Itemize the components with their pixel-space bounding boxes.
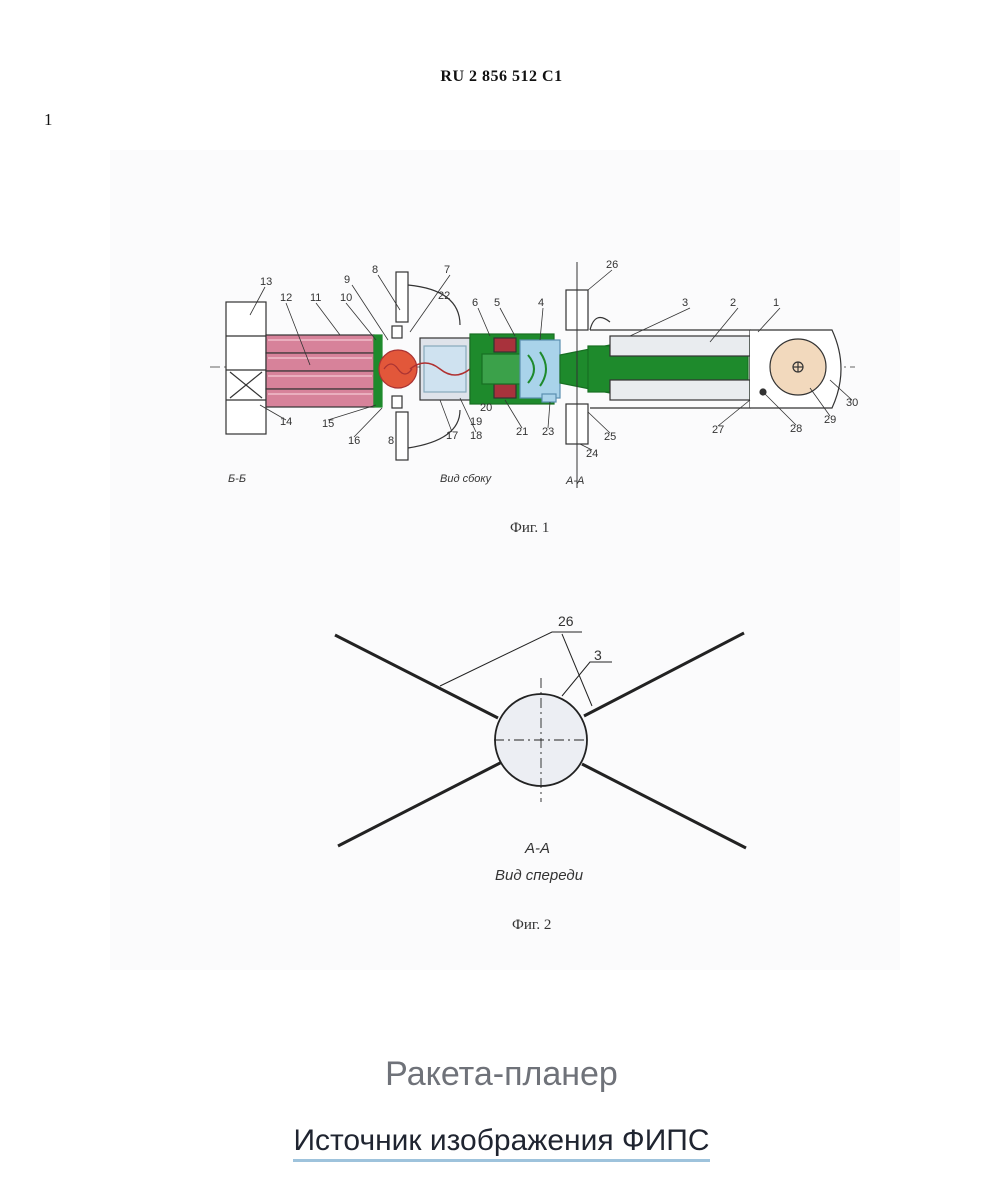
label-6: 6 xyxy=(472,297,478,309)
image-source-link[interactable]: Источник изображения ФИПС xyxy=(293,1124,710,1162)
label-23: 23 xyxy=(542,426,554,438)
figure-1 xyxy=(210,262,855,488)
label-19: 19 xyxy=(470,416,482,428)
patent-drawing: 1 2 3 4 5 6 7 8 8 9 10 11 12 13 14 15 16… xyxy=(210,259,858,933)
label-7: 7 xyxy=(444,264,450,276)
figure-1-labels: 1 2 3 4 5 6 7 8 8 9 10 11 12 13 14 15 16… xyxy=(228,259,858,536)
fig2-label-26: 26 xyxy=(558,613,574,629)
booster-cylinders xyxy=(265,334,375,408)
label-13: 13 xyxy=(260,276,272,288)
label-8: 8 xyxy=(372,264,378,276)
label-10: 10 xyxy=(340,292,352,304)
label-1: 1 xyxy=(773,297,779,309)
label-29: 29 xyxy=(824,414,836,426)
label-4: 4 xyxy=(538,297,544,309)
label-14: 14 xyxy=(280,416,292,428)
image-caption: Ракета-планер xyxy=(385,1055,618,1093)
label-9: 9 xyxy=(344,274,350,286)
label-11: 11 xyxy=(310,292,321,304)
label-17: 17 xyxy=(446,430,458,442)
label-28: 28 xyxy=(790,423,802,435)
label-26: 26 xyxy=(606,259,618,271)
side-view-label: Вид сбоку xyxy=(440,473,493,485)
label-15: 15 xyxy=(322,418,334,430)
figure-2-caption: Фиг. 2 xyxy=(512,917,551,933)
label-2: 2 xyxy=(730,297,736,309)
fig2-label-3: 3 xyxy=(594,647,602,663)
page-number: 1 xyxy=(44,110,53,129)
label-12: 12 xyxy=(280,292,292,304)
patent-header: RU 2 856 512 C1 xyxy=(440,68,563,85)
label-3: 3 xyxy=(682,297,688,309)
label-30: 30 xyxy=(846,397,858,409)
figure-2: 26 3 xyxy=(334,613,747,850)
figure-1-caption: Фиг. 1 xyxy=(510,520,549,536)
label-20: 20 xyxy=(480,402,492,414)
label-27: 27 xyxy=(712,424,724,436)
label-25: 25 xyxy=(604,431,616,443)
figure-2-view-label: Вид спереди xyxy=(495,867,584,884)
label-18: 18 xyxy=(470,430,482,442)
label-24: 24 xyxy=(586,448,598,460)
image-source: Источник изображения ФИПС xyxy=(0,1124,1003,1162)
section-bb-label: Б-Б xyxy=(228,473,246,485)
label-8b: 8 xyxy=(388,435,394,447)
drawing-sheet: 1 2 3 4 5 6 7 8 8 9 10 11 12 13 14 15 16… xyxy=(110,150,900,970)
label-22: 22 xyxy=(438,290,450,302)
label-21: 21 xyxy=(516,426,528,438)
section-aa-label: А-А xyxy=(565,475,584,487)
figure-2-section-label: А-А xyxy=(524,840,550,857)
label-5: 5 xyxy=(494,297,500,309)
label-16: 16 xyxy=(348,435,360,447)
